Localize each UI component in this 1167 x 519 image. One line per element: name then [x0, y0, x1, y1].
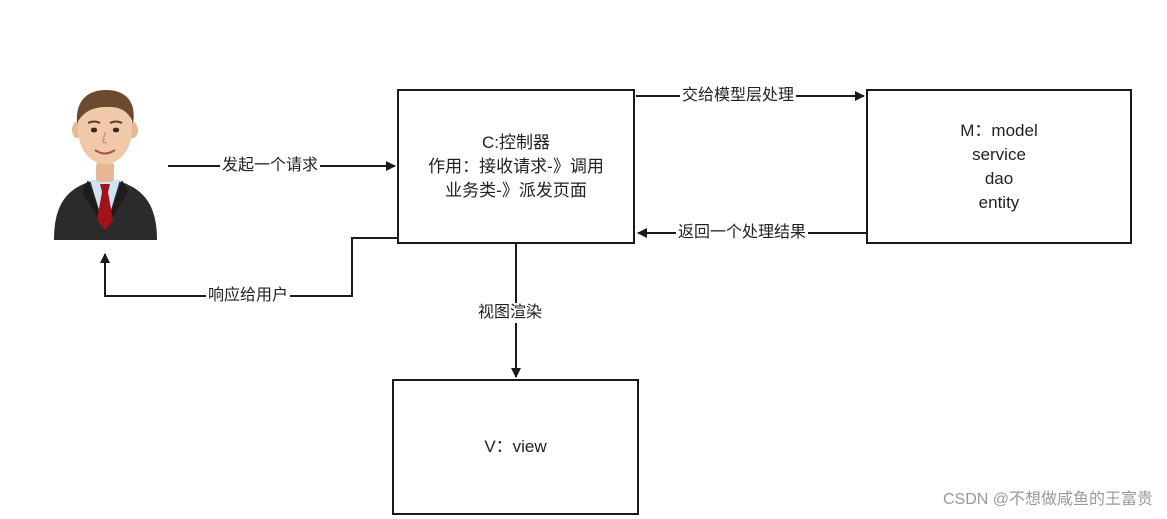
label-send-request: 发起一个请求: [220, 156, 321, 176]
edge-respond-user: [100, 237, 397, 297]
label-return-result: 返回一个处理结果: [676, 223, 809, 243]
model-box: M：model service dao entity: [866, 89, 1132, 244]
model-service: service: [972, 144, 1026, 164]
watermark: CSDN @不想做咸鱼的王富贵: [942, 491, 1153, 508]
controller-desc-line-1: 作用：接收请求-》调用: [428, 156, 604, 176]
view-title: V：view: [484, 437, 547, 456]
model-dao: dao: [984, 168, 1014, 188]
controller-box: C:控制器 作用：接收请求-》调用 业务类-》派发页面: [397, 89, 635, 244]
businessman-avatar-icon: [54, 90, 157, 240]
controller-title: C:控制器: [482, 132, 550, 152]
model-entity: entity: [978, 192, 1020, 212]
label-to-model: 交给模型层处理: [680, 86, 797, 106]
controller-desc-line-2: 业务类-》派发页面: [445, 180, 587, 200]
model-title: M：model: [960, 120, 1038, 140]
view-box: V：view: [392, 379, 639, 515]
label-render-view: 视图渲染: [476, 303, 545, 323]
label-respond-user: 响应给用户: [206, 286, 291, 306]
